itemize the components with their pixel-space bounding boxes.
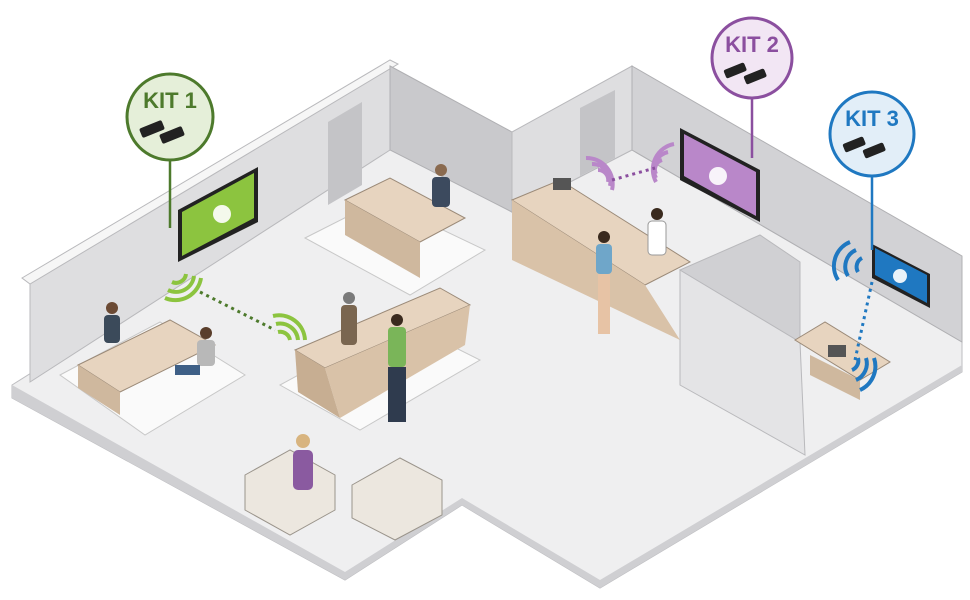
kit3-badge: KIT 3 [828,90,916,178]
left-back-wall-top [21,59,400,285]
kit2-display-screen [680,128,760,222]
kit2-connection-line [611,166,656,182]
wifi-signal-icon [831,240,878,392]
person [104,302,120,343]
person [388,314,406,422]
laptop [828,345,846,357]
person [596,231,612,334]
desk-left-front [78,365,120,415]
side-desk-front [810,355,860,400]
person [293,434,313,490]
wifi-signal-icon [585,142,675,191]
kit3-display-screen [872,244,930,308]
armchair [351,457,443,541]
laptop [553,178,571,190]
dongle-icon [723,62,767,85]
person [647,208,667,256]
person [341,292,357,345]
door [328,102,362,205]
partition-wall-side [678,234,801,343]
kit2-badge: KIT 2 [710,16,794,100]
kit1-connection-line [199,290,276,332]
kit1-label: KIT 1 [143,88,197,113]
teller-counter-side [295,350,340,418]
wifi-signal-icon [164,273,307,341]
desk-manager-front [345,200,420,278]
dongle-icon [842,136,886,159]
kit1-display-screen [178,167,258,262]
person [175,327,215,375]
door [580,90,615,176]
kit3-label: KIT 3 [845,106,899,131]
person [432,164,450,207]
dongle-icon [139,120,185,144]
kit2-label: KIT 2 [725,32,779,57]
kit1-badge: KIT 1 [125,72,215,162]
